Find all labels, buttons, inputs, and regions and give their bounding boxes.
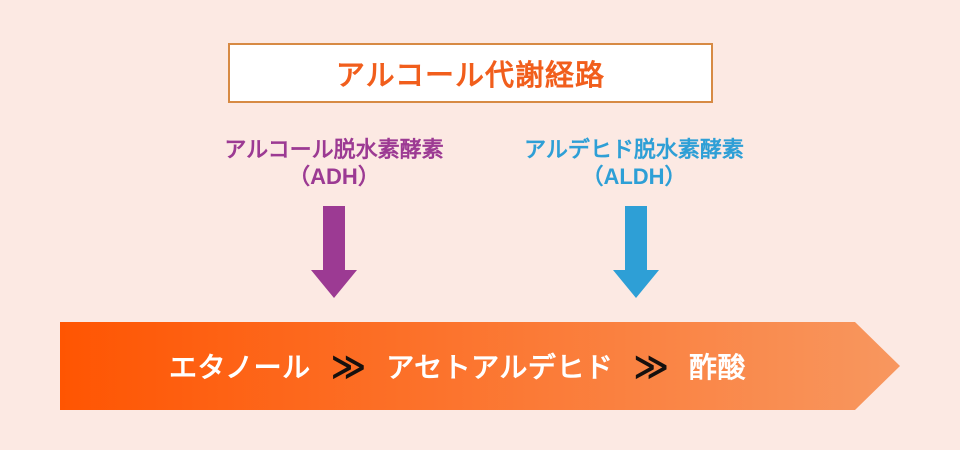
step-acetaldehyde: アセトアルデヒド [386, 352, 614, 383]
enzyme-adh-abbr: （ADH） [288, 164, 380, 189]
enzyme-label-adh: アルコール脱水素酵素 （ADH） [179, 136, 489, 190]
pathway-arrow-shape [60, 322, 900, 410]
enzyme-adh-name: アルコール脱水素酵素 [224, 137, 444, 162]
enzyme-aldh-name: アルデヒド脱水素酵素 [524, 137, 744, 162]
chevron-right-icon: ≫ [330, 348, 367, 386]
down-arrow-adh-icon [311, 206, 357, 298]
chevron-right-icon: ≫ [633, 348, 669, 386]
enzyme-label-aldh: アルデヒド脱水素酵素 （ALDH） [479, 136, 789, 190]
page-title: アルコール代謝経路 [335, 60, 606, 92]
step-ethanol: エタノール [168, 352, 311, 383]
pathway-band: エタノール ≫ アセトアルデヒド ≫ 酢酸 [60, 322, 900, 410]
enzyme-aldh-abbr: （ALDH） [581, 164, 687, 189]
step-acetic-acid: 酢酸 [689, 352, 747, 383]
pathway-steps: エタノール ≫ アセトアルデヒド ≫ 酢酸 [60, 322, 855, 410]
down-arrow-aldh-icon [613, 206, 659, 298]
title-box: アルコール代謝経路 [228, 43, 713, 103]
